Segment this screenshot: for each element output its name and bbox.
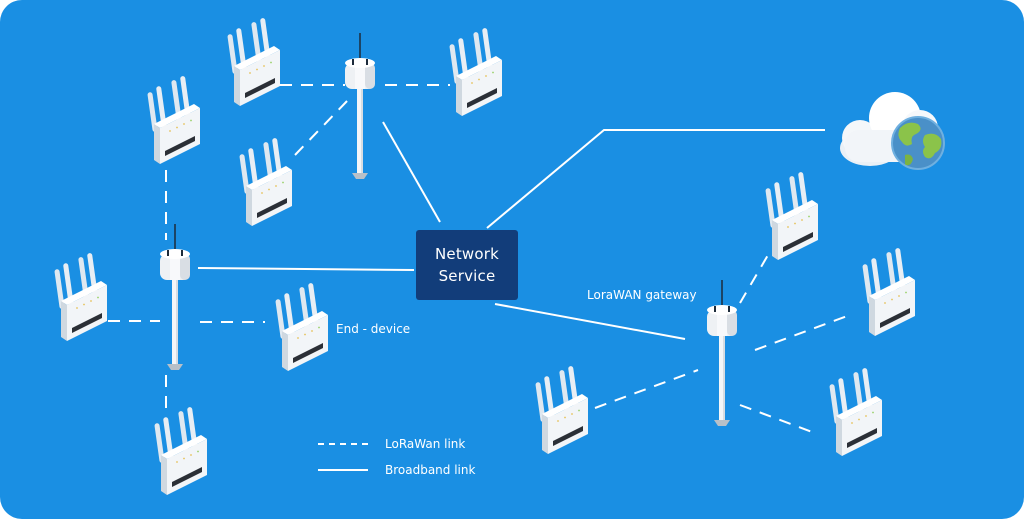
broadband-link xyxy=(382,121,441,223)
lorawan-links xyxy=(108,84,851,433)
gateway-tower-top xyxy=(344,32,376,180)
legend-lorawan-label: LoRaWan link xyxy=(385,437,466,451)
end-device-label: End - device xyxy=(336,322,411,336)
broadband-links xyxy=(197,121,825,340)
lorawan-link xyxy=(754,314,851,351)
legend-broadband-label: Broadband link xyxy=(385,463,476,477)
gateway-label: LoraWAN gateway xyxy=(587,288,697,302)
end-device xyxy=(862,247,915,336)
gateway-tower-right xyxy=(706,279,738,427)
end-device xyxy=(154,406,207,495)
globe-icon xyxy=(891,116,945,170)
broadband-link xyxy=(197,267,415,271)
lorawan-link xyxy=(594,369,699,409)
end-device xyxy=(449,27,502,116)
broadband-link xyxy=(494,303,686,340)
gateway-tower-left xyxy=(159,223,191,371)
end-device xyxy=(275,282,328,371)
end-device xyxy=(535,365,588,454)
internet-cloud-icon xyxy=(840,92,945,170)
end-device xyxy=(147,75,200,164)
network-service-box: Network Service xyxy=(416,230,518,300)
legend-item-broadband: Broadband link xyxy=(318,463,475,477)
end-device xyxy=(829,367,882,456)
broadband-link xyxy=(486,129,825,229)
end-device xyxy=(765,171,818,260)
lorawan-link xyxy=(739,404,813,433)
lorawan-link xyxy=(739,254,769,304)
end-device xyxy=(239,137,292,226)
end-device xyxy=(54,252,107,341)
end-device xyxy=(227,17,280,106)
legend-item-lorawan: LoRaWan link xyxy=(318,437,465,451)
network-service-label-line1: Network xyxy=(434,245,500,263)
dashed-line-swatch xyxy=(318,443,368,445)
solid-line-swatch xyxy=(318,469,368,471)
lorawan-link xyxy=(294,99,349,156)
network-service-label-line2: Service xyxy=(438,267,496,285)
